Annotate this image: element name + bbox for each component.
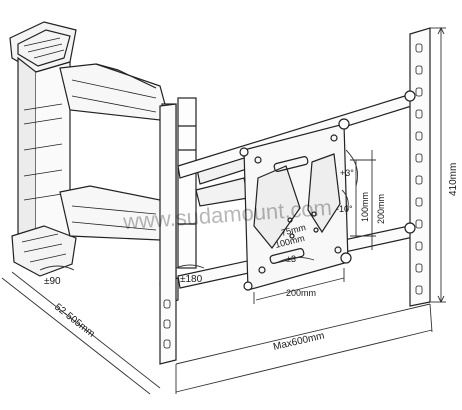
rotation-elbow-label: ±180 <box>180 274 203 285</box>
upper-arm <box>59 63 167 121</box>
tilt-down-label: -10° <box>336 204 353 214</box>
tv-bracket <box>159 27 431 365</box>
dim-100-vertical-label: 100mm <box>360 192 370 222</box>
dimension-lines <box>1 26 446 395</box>
rotation-wall-label: ±90 <box>44 276 61 287</box>
dim-extension-label: 52-505mm <box>52 302 96 340</box>
dim-200-vertical-label: 200mm <box>376 194 386 224</box>
dim-width-label: Max600mm <box>272 330 325 352</box>
wall-plate <box>9 21 77 277</box>
dim-height-label: 410mm <box>448 163 459 196</box>
rotation-plate-label: ±3 <box>286 254 296 264</box>
dim-200-horizontal-label: 200mm <box>286 288 316 298</box>
tilt-up-label: +3° <box>340 168 354 178</box>
